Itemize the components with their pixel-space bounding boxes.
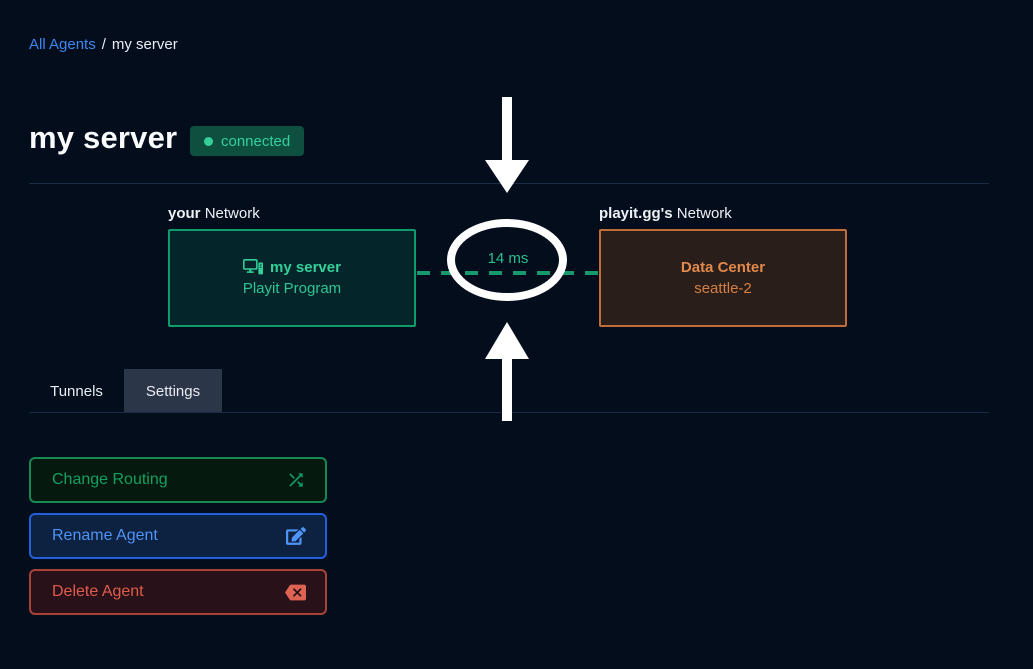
tab-settings[interactable]: Settings [124,369,222,413]
data-center-title: Data Center [680,259,766,276]
tab-tunnels[interactable]: Tunnels [50,382,103,400]
playit-network-label: playit.gg's Network [599,205,732,222]
rename-agent-button[interactable]: Rename Agent [29,513,327,559]
header-divider [29,183,989,184]
data-center-box: Data Center seattle-2 [599,229,847,327]
delete-agent-label: Delete Agent [52,583,144,600]
edit-pen-square-icon [286,527,306,545]
breadcrumb-all-agents-link[interactable]: All Agents [29,36,96,53]
latency-value: 14 ms [487,250,529,267]
breadcrumb-separator: / [101,36,106,53]
backspace-delete-icon [285,584,306,600]
delete-agent-button[interactable]: Delete Agent [29,569,327,615]
breadcrumb-current: my server [111,36,178,53]
change-routing-label: Change Routing [52,471,168,488]
shuffle-icon [289,473,303,487]
computer-devices-icon [243,259,264,275]
connected-status-dot-icon [204,136,213,146]
local-agent-subtitle: Playit Program [242,280,342,297]
status-badge: connected [190,126,305,156]
connection-dashed-line [417,271,599,275]
status-badge-label: connected [221,132,291,150]
local-agent-title: my server [243,259,341,276]
breadcrumb: All Agents / my server [29,36,178,53]
tab-divider [29,412,989,413]
page-title: my server [29,120,178,155]
annotation-down-arrow [485,97,529,193]
data-center-subtitle: seattle-2 [694,280,752,297]
annotation-up-arrow [485,322,529,421]
local-agent-box: my server Playit Program [168,229,416,327]
your-network-label: your Network [168,205,260,222]
rename-agent-label: Rename Agent [52,527,158,544]
tab-bar: Tunnels Settings [29,369,222,413]
change-routing-button[interactable]: Change Routing [29,457,327,503]
